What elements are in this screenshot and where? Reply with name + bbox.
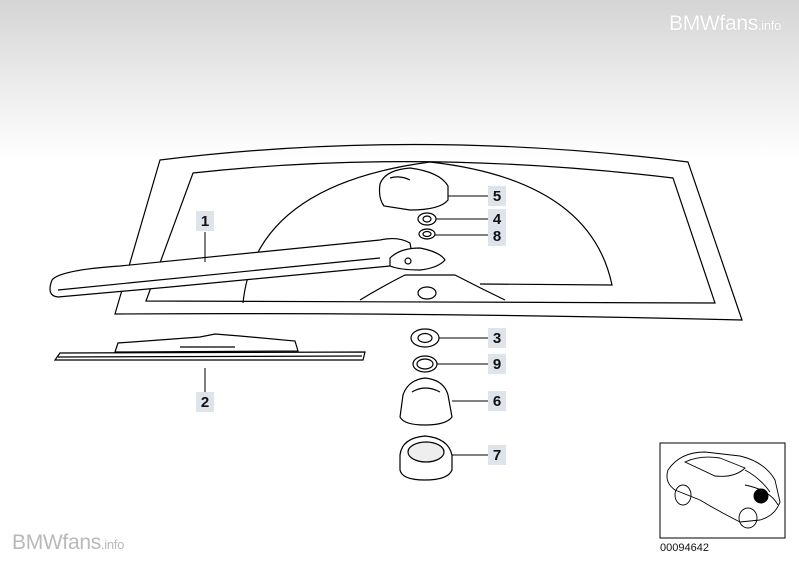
callout-4: 4 xyxy=(488,209,506,229)
callout-7: 7 xyxy=(488,445,506,465)
wiper-arm xyxy=(49,237,446,298)
grommet-6 xyxy=(399,377,453,426)
header-gradient xyxy=(0,0,799,160)
watermark-top: BMWfans.info xyxy=(669,12,781,36)
car-location-thumbnail xyxy=(659,442,786,539)
washer-8 xyxy=(418,228,436,240)
callout-5-label: 5 xyxy=(493,188,501,205)
callout-1-label: 1 xyxy=(201,213,209,230)
nut-4 xyxy=(417,212,437,226)
wiper-blade xyxy=(53,333,366,361)
callout-9: 9 xyxy=(488,354,506,374)
watermark-tld: .info xyxy=(757,18,781,33)
watermark-site: fans xyxy=(62,531,101,554)
watermark-brand: BMW xyxy=(669,12,720,35)
callout-4-label: 4 xyxy=(493,211,502,228)
watermark-site: fans xyxy=(719,12,758,35)
callout-3: 3 xyxy=(488,328,506,348)
callout-5: 5 xyxy=(488,186,506,206)
callout-1: 1 xyxy=(196,211,214,231)
hub-mount xyxy=(359,274,506,301)
seal-7 xyxy=(399,435,453,481)
callout-6-label: 6 xyxy=(493,393,501,410)
diagram-code: 00094642 xyxy=(660,542,709,554)
washer-9 xyxy=(412,355,438,373)
watermark-tld: .info xyxy=(100,537,124,552)
callout-3-label: 3 xyxy=(493,330,501,347)
wiper-cap xyxy=(378,167,449,211)
wiper-sweep-arc xyxy=(242,161,613,304)
window-inner-line xyxy=(145,161,716,304)
nut-3 xyxy=(410,328,440,348)
callout-2: 2 xyxy=(196,392,214,412)
callout-9-label: 9 xyxy=(493,356,501,373)
watermark-bottom: BMWfans.info xyxy=(12,531,124,555)
callout-6: 6 xyxy=(488,391,506,411)
window-outer-frame xyxy=(114,143,743,321)
callout-2-label: 2 xyxy=(201,394,209,411)
callout-8: 8 xyxy=(488,226,506,246)
callout-8-label: 8 xyxy=(493,228,501,245)
watermark-brand: BMW xyxy=(12,531,63,554)
callout-7-label: 7 xyxy=(493,447,501,464)
